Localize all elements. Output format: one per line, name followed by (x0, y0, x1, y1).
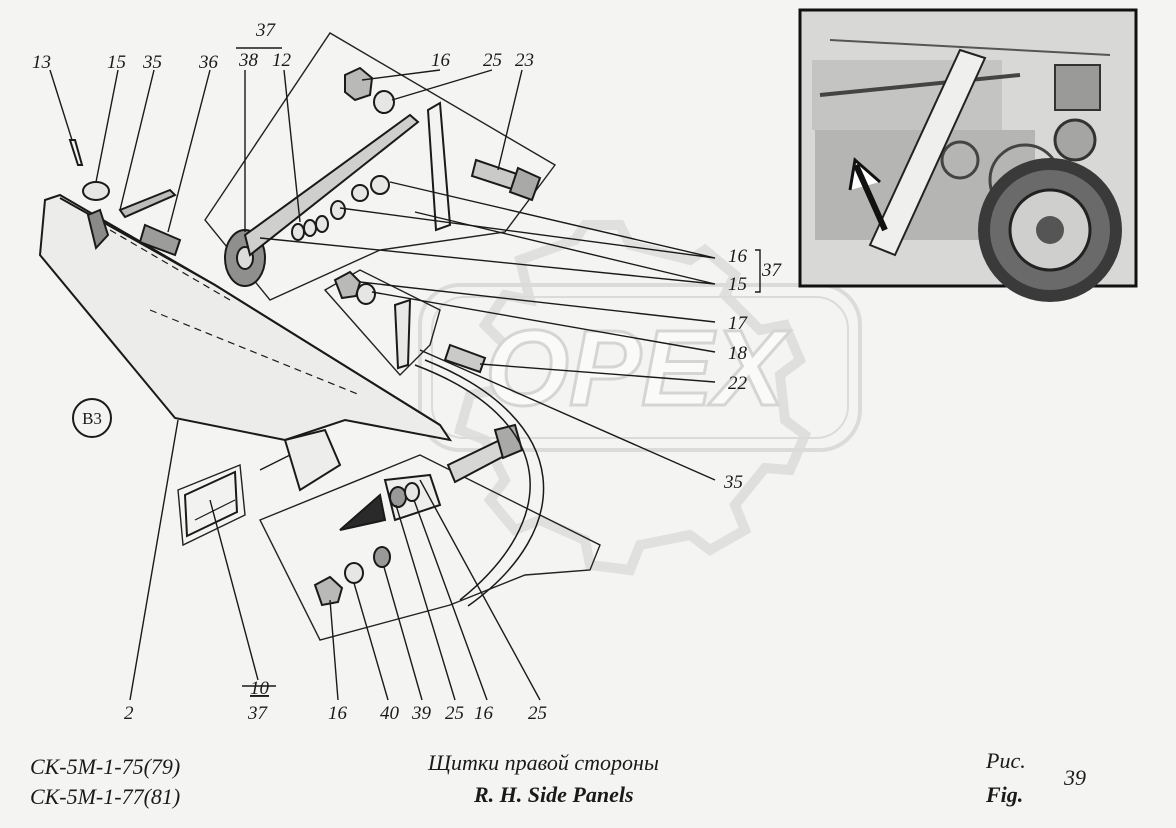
leader-lines (49, 47, 761, 701)
fig-number: 39 (1064, 765, 1086, 790)
view-marker-circle (72, 398, 112, 438)
callout-25: 25 (483, 50, 502, 71)
callout-16: 16 (431, 50, 451, 71)
cone-part (339, 493, 387, 531)
callout-12: 12 (272, 50, 292, 71)
model-line-1: СК-5М-1-75(79) (30, 754, 181, 779)
callout-15: 15 (107, 52, 126, 73)
mounting-plate (426, 101, 452, 232)
callout-37: 37 (761, 260, 783, 281)
callout-17: 17 (728, 313, 749, 334)
tension-arm (243, 113, 420, 257)
split-pin (68, 139, 84, 166)
callouts: 13 15 35 36 37 38 12 16 25 23 16 15 37 1… (32, 20, 783, 724)
hardware (68, 66, 545, 607)
hinge-bracket (86, 208, 110, 251)
callout-23: 23 (515, 50, 534, 71)
callout-36: 36 (198, 52, 219, 73)
model-line-2: СК-5М-1-77(81) (30, 784, 181, 809)
inset-photo (798, 8, 1138, 302)
callout-39: 39 (411, 703, 432, 724)
washer (82, 181, 110, 201)
callout-37: 37 (255, 20, 277, 41)
region-outlines (177, 32, 601, 641)
callout-16: 16 (328, 703, 348, 724)
callout-38: 38 (238, 50, 259, 71)
view-marker-b3: В3 (82, 409, 102, 428)
callout-35: 35 (142, 52, 162, 73)
callout-16: 16 (474, 703, 494, 724)
nut (344, 66, 374, 102)
callout-25: 25 (528, 703, 547, 724)
watermark-text: OPEX (485, 307, 791, 428)
callout-18: 18 (728, 343, 748, 364)
callout-2: 2 (124, 703, 134, 724)
callout-22: 22 (728, 373, 748, 394)
callout-13: 13 (32, 52, 51, 73)
title-en: R. H. Side Panels (474, 782, 634, 807)
callout-40: 40 (380, 703, 400, 724)
watermark-gear (453, 220, 812, 576)
bushing (138, 223, 182, 257)
watermark: OPEX (418, 220, 862, 576)
callout-37: 37 (247, 703, 269, 724)
callout-10: 10 (250, 678, 270, 699)
callout-15: 15 (728, 274, 747, 295)
callout-16: 16 (728, 246, 748, 267)
callout-35: 35 (723, 472, 743, 493)
callout-25: 25 (445, 703, 464, 724)
title-ru: Щитки правой стороны (428, 750, 659, 775)
fig-label-ru: Рис. (986, 748, 1026, 773)
side-panel (38, 193, 453, 538)
fig-label-en: Fig. (986, 782, 1024, 807)
